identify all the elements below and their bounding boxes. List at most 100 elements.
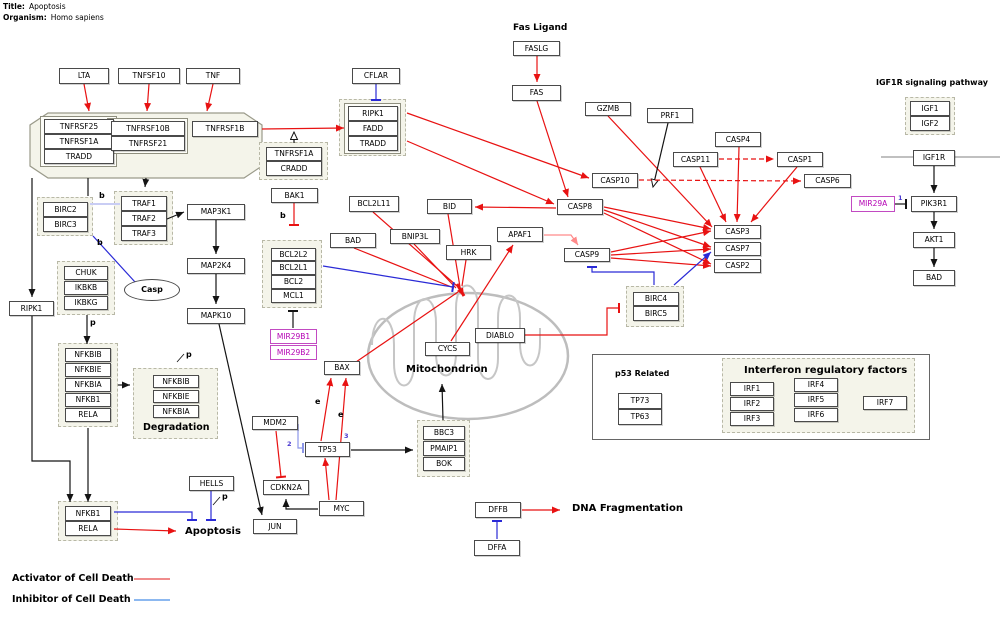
node-irf6[interactable]: IRF6 xyxy=(794,408,838,422)
node-casp9[interactable]: CASP9 xyxy=(564,248,610,262)
node-ikbkg[interactable]: IKBKG xyxy=(64,296,108,310)
node-pmaip1[interactable]: PMAIP1 xyxy=(423,441,465,456)
node-mapk10[interactable]: MAPK10 xyxy=(187,308,245,324)
node-faslg[interactable]: FASLG xyxy=(513,41,560,56)
node-nfkb1[interactable]: NFKB1 xyxy=(65,393,111,407)
node-bok[interactable]: BOK xyxy=(423,457,465,471)
node-bax[interactable]: BAX xyxy=(324,361,360,375)
node-tradd-2[interactable]: TRADD xyxy=(348,136,398,151)
node-casp10[interactable]: CASP10 xyxy=(592,173,638,188)
node-ripk1-c[interactable]: RIPK1 xyxy=(348,106,398,121)
node-ripk1[interactable]: RIPK1 xyxy=(9,301,54,316)
node-rela-b[interactable]: RELA xyxy=(65,521,111,536)
node-traf2[interactable]: TRAF2 xyxy=(121,211,167,226)
node-bcl2l1[interactable]: BCL2L1 xyxy=(271,261,316,275)
node-irf1[interactable]: IRF1 xyxy=(730,382,774,396)
node-bid[interactable]: BID xyxy=(427,199,472,214)
node-pik3r1[interactable]: PIK3R1 xyxy=(911,196,957,212)
node-nfkbia-d[interactable]: NFKBIA xyxy=(153,405,199,418)
node-bak1[interactable]: BAK1 xyxy=(271,188,318,203)
node-casp11[interactable]: CASP11 xyxy=(673,152,718,167)
node-casp2[interactable]: CASP2 xyxy=(714,259,761,273)
node-tnf[interactable]: TNF xyxy=(186,68,240,84)
node-bcl2l2[interactable]: BCL2L2 xyxy=(271,248,316,261)
node-tnfrsf1b[interactable]: TNFRSF1B xyxy=(192,121,258,137)
node-dffb[interactable]: DFFB xyxy=(475,502,521,518)
node-casp3[interactable]: CASP3 xyxy=(714,225,761,239)
node-prf1[interactable]: PRF1 xyxy=(647,108,693,123)
node-tp73[interactable]: TP73 xyxy=(618,393,662,409)
node-bnip3l[interactable]: BNIP3L xyxy=(390,229,440,244)
node-map2k4[interactable]: MAP2K4 xyxy=(187,258,245,274)
node-bbc3[interactable]: BBC3 xyxy=(423,426,465,440)
node-tnfrsf1a-2[interactable]: TNFRSF1A xyxy=(266,147,322,161)
node-birc5[interactable]: BIRC5 xyxy=(633,306,679,321)
node-fadd[interactable]: FADD xyxy=(348,121,398,136)
node-irf3[interactable]: IRF3 xyxy=(730,412,774,426)
node-casp8[interactable]: CASP8 xyxy=(557,199,603,215)
node-nfkbie[interactable]: NFKBIE xyxy=(65,363,111,377)
node-igf1[interactable]: IGF1 xyxy=(910,101,950,116)
node-casp6[interactable]: CASP6 xyxy=(804,174,851,188)
node-irf4[interactable]: IRF4 xyxy=(794,378,838,392)
node-dffa[interactable]: DFFA xyxy=(474,540,520,556)
node-birc3[interactable]: BIRC3 xyxy=(43,217,88,232)
node-chuk[interactable]: CHUK xyxy=(64,266,108,280)
node-nfkbib[interactable]: NFKBIB xyxy=(65,348,111,362)
node-irf7[interactable]: IRF7 xyxy=(863,396,907,410)
node-birc4[interactable]: BIRC4 xyxy=(633,292,679,306)
node-cdkn2a[interactable]: CDKN2A xyxy=(263,480,309,495)
node-mdm2[interactable]: MDM2 xyxy=(252,416,298,430)
node-casp4[interactable]: CASP4 xyxy=(715,132,761,147)
node-ikbkb[interactable]: IKBKB xyxy=(64,281,108,295)
node-casp1[interactable]: CASP1 xyxy=(777,152,823,167)
node-birc2[interactable]: BIRC2 xyxy=(43,202,88,217)
node-tnfrsf10b[interactable]: TNFRSF10B xyxy=(111,121,185,136)
node-casp-ellipse[interactable]: Casp xyxy=(124,279,180,301)
node-apaf1[interactable]: APAF1 xyxy=(497,227,543,242)
pathway-organism: Homo sapiens xyxy=(50,12,104,22)
node-fas[interactable]: FAS xyxy=(512,85,561,101)
node-traf1[interactable]: TRAF1 xyxy=(121,196,167,211)
node-rela[interactable]: RELA xyxy=(65,408,111,422)
node-jun[interactable]: JUN xyxy=(253,519,297,534)
node-nfkbie-d[interactable]: NFKBIE xyxy=(153,390,199,403)
node-tp63[interactable]: TP63 xyxy=(618,409,662,425)
node-traf3[interactable]: TRAF3 xyxy=(121,226,167,241)
node-bad[interactable]: BAD xyxy=(330,233,376,248)
node-tradd[interactable]: TRADD xyxy=(44,149,114,164)
node-mir29a[interactable]: MIR29A xyxy=(851,196,895,212)
node-irf2[interactable]: IRF2 xyxy=(730,397,774,411)
node-nfkb1-b[interactable]: NFKB1 xyxy=(65,506,111,521)
node-cycs[interactable]: CYCS xyxy=(425,342,470,356)
node-nfkbib-d[interactable]: NFKBIB xyxy=(153,375,199,388)
node-cflar[interactable]: CFLAR xyxy=(352,68,400,84)
node-mcl1[interactable]: MCL1 xyxy=(271,289,316,303)
node-tp53[interactable]: TP53 xyxy=(305,442,350,457)
node-lta[interactable]: LTA xyxy=(59,68,109,84)
node-mir29b2[interactable]: MIR29B2 xyxy=(270,345,317,360)
node-myc[interactable]: MYC xyxy=(319,501,364,516)
node-irf5[interactable]: IRF5 xyxy=(794,393,838,407)
legend-activator-label: Activator of Cell Death xyxy=(12,573,134,584)
node-tnfrsf21[interactable]: TNFRSF21 xyxy=(111,136,185,151)
node-bcl2[interactable]: BCL2 xyxy=(271,275,316,289)
node-igf2[interactable]: IGF2 xyxy=(910,116,950,131)
section-title-mitochondrion: Mitochondrion xyxy=(406,364,488,375)
node-tnfsf10[interactable]: TNFSF10 xyxy=(118,68,180,84)
node-diablo[interactable]: DIABLO xyxy=(475,328,525,343)
node-bcl2l11[interactable]: BCL2L11 xyxy=(349,196,399,212)
node-hells[interactable]: HELLS xyxy=(189,476,234,491)
pathway-meta: Title:Apoptosis Organism:Homo sapiens xyxy=(3,2,104,24)
node-nfkbia[interactable]: NFKBIA xyxy=(65,378,111,392)
node-cradd[interactable]: CRADD xyxy=(266,161,322,176)
node-hrk[interactable]: HRK xyxy=(446,245,491,260)
node-gzmb[interactable]: GZMB xyxy=(585,102,631,116)
node-igf1r[interactable]: IGF1R xyxy=(913,150,955,166)
node-bad-2[interactable]: BAD xyxy=(913,270,955,286)
node-map3k1[interactable]: MAP3K1 xyxy=(187,204,245,220)
node-mir29b1[interactable]: MIR29B1 xyxy=(270,329,317,344)
node-casp7[interactable]: CASP7 xyxy=(714,242,761,256)
node-akt1[interactable]: AKT1 xyxy=(913,232,955,248)
pathway-organism-row: Organism:Homo sapiens xyxy=(3,13,104,24)
